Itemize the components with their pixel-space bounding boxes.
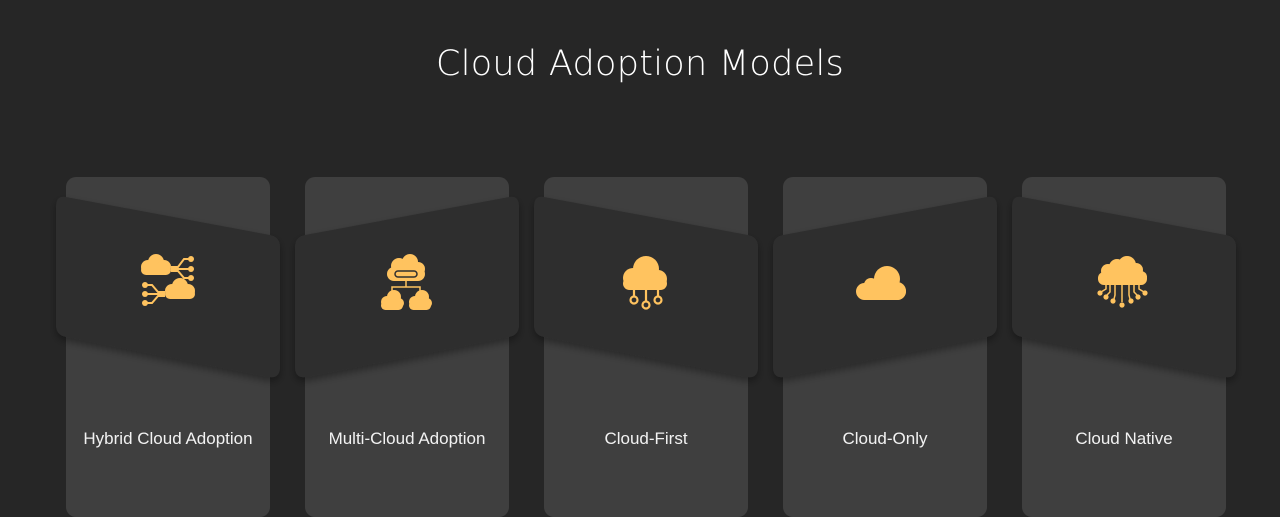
card-label: Cloud-Only [842,429,928,448]
card-cloud-only[interactable]: Cloud-Only [773,177,997,517]
card-cloud-native[interactable]: Cloud Native [1012,177,1236,517]
cloud-icon [845,247,925,327]
cloud-network-icon [606,247,686,327]
card-hybrid-cloud-adoption[interactable]: Hybrid Cloud Adoption [56,177,280,517]
hybrid-cloud-icon [128,247,208,327]
card-cloud-first[interactable]: Cloud-First [534,177,758,517]
card-multi-cloud-adoption[interactable]: Multi-Cloud Adoption [295,177,519,517]
multi-cloud-icon [367,247,447,327]
cloud-native-icon [1084,247,1164,327]
card-label: Cloud Native [1075,429,1173,448]
page-title: Cloud Adoption Models [435,44,845,84]
card-label: Hybrid Cloud Adoption [83,429,253,448]
card-label: Cloud-First [604,429,688,448]
card-label: Multi-Cloud Adoption [328,429,486,448]
